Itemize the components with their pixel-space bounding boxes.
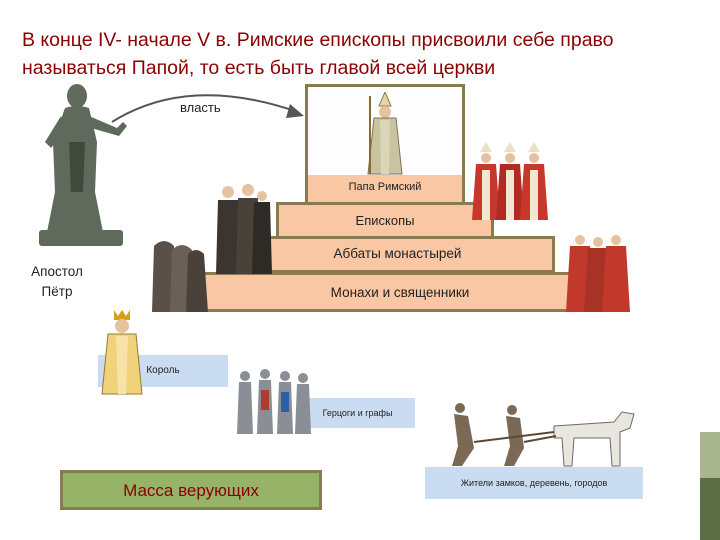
power-arrow	[111, 94, 304, 123]
pope-tier: Папа Римский	[305, 175, 465, 202]
bishops-tier: Епископы	[276, 202, 494, 239]
king-label: Король	[146, 365, 180, 376]
power-label: власть	[180, 100, 221, 115]
slide-title: В конце IV- начале V в. Римские епископы…	[22, 29, 614, 79]
dukes-figures	[237, 369, 311, 434]
mass-label: Масса верующих	[123, 481, 259, 500]
king-figure	[101, 310, 143, 395]
dukes-label: Герцоги и графы	[322, 408, 393, 418]
monks-tier: Монахи и священники	[200, 272, 600, 312]
dukes-bar: Герцоги и графы	[300, 398, 415, 428]
people-bar: Жители замков, деревень, городов	[425, 467, 643, 499]
apostle-peter-statue	[39, 84, 127, 246]
cardinals-figures	[566, 235, 630, 312]
pope-figure	[367, 92, 403, 175]
peter-label: Апостол Пётр	[31, 264, 83, 299]
people-label: Жители замков, деревень, городов	[460, 478, 608, 488]
monks-label: Монахи и священники	[330, 285, 470, 300]
monks-figures	[152, 241, 208, 312]
bishops-figures	[472, 142, 548, 220]
pope-label: Папа Римский	[348, 181, 422, 193]
peasants-plough-figures	[452, 403, 635, 467]
sidebar-accent-dark	[700, 478, 720, 540]
mass-box: Масса верующих	[60, 470, 322, 510]
bishops-label: Епископы	[355, 213, 415, 228]
abbots-label: Аббаты монастырей	[333, 246, 462, 261]
abbots-tier: Аббаты монастырей	[240, 236, 555, 273]
abbots-figures	[216, 184, 272, 274]
sidebar-accent-light	[700, 432, 720, 478]
